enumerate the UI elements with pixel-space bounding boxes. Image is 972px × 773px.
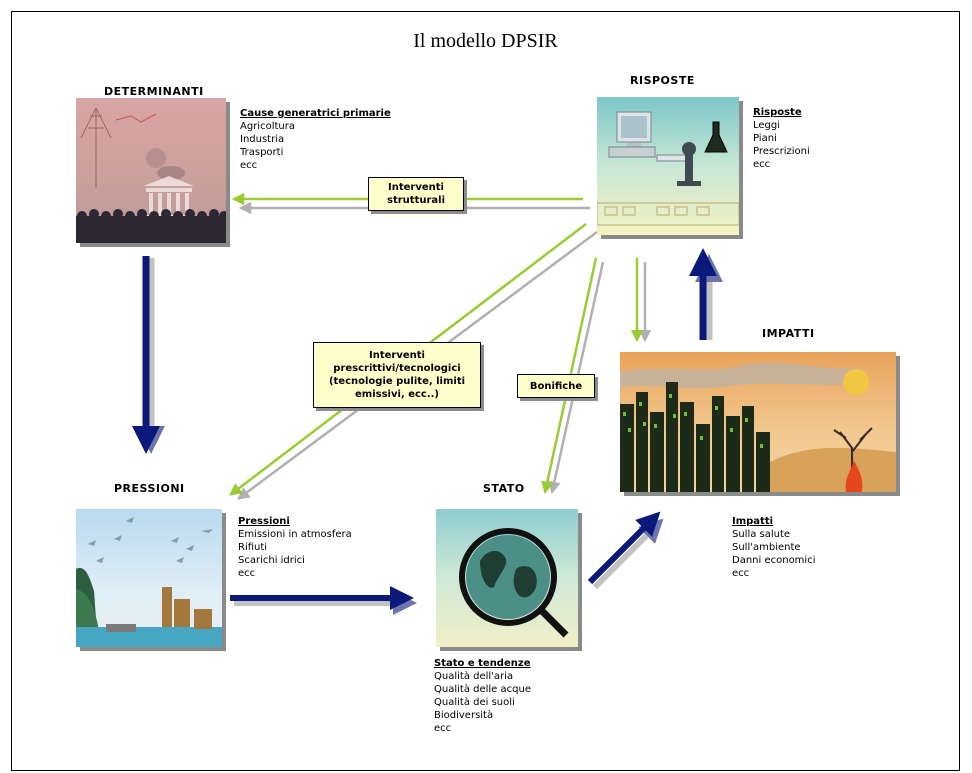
determinanti-heading: Cause generatrici primarie (240, 108, 391, 119)
note-interventi-strutturali: Interventi strutturali (368, 177, 464, 211)
main-arrow-stato-impatti (587, 511, 664, 590)
label-determinanti: DETERMINANTI (104, 85, 204, 98)
stato-heading: Stato e tendenze (434, 658, 531, 669)
diagram-title: Il modello DPSIR (413, 30, 558, 52)
list-item: Qualità delle acque (434, 684, 531, 695)
risposte-heading: Risposte (753, 107, 802, 118)
stato-list: Stato e tendenze Qualità dell'aria Quali… (434, 657, 531, 735)
list-item: Sulla salute (732, 529, 791, 540)
note-line: prescrittivi/tecnologici (333, 363, 461, 374)
label-risposte: RISPOSTE (630, 74, 695, 87)
main-arrow-determinanti-pressioni (132, 256, 165, 454)
label-stato: STATO (483, 482, 525, 495)
list-item: Emissioni in atmosfera (238, 529, 352, 540)
list-item: Leggi (753, 120, 781, 131)
list-item: ecc (753, 159, 771, 170)
stato-image (436, 509, 578, 647)
determinanti-image (76, 98, 226, 243)
list-item: Qualità dell'aria (434, 671, 514, 682)
note-interventi-prescrittivi: Interventi prescrittivi/tecnologici (tec… (313, 342, 481, 408)
list-item: ecc (238, 568, 256, 579)
impatti-heading: Impatti (732, 516, 774, 527)
feedback-arrow-risposte-stato (541, 257, 605, 495)
note-line: Interventi (369, 350, 425, 361)
impatti-image (620, 352, 896, 492)
list-item: ecc (240, 160, 258, 171)
impatti-list: Impatti Sulla salute Sull'ambiente Danni… (732, 515, 815, 580)
note-line: strutturali (387, 195, 445, 206)
list-item: Danni economici (732, 555, 816, 566)
note-line: Bonifiche (529, 380, 583, 392)
determinanti-list: Cause generatrici primarie Agricoltura I… (240, 107, 391, 172)
list-item: Trasporti (240, 147, 284, 158)
list-item: Agricoltura (240, 121, 295, 132)
list-item: Piani (753, 133, 777, 144)
label-impatti: IMPATTI (762, 327, 815, 340)
list-item: Prescrizioni (753, 146, 810, 157)
note-line: (tecnologie pulite, limiti (328, 376, 466, 387)
list-item: Biodiversità (434, 710, 494, 721)
note-line: Interventi (388, 182, 444, 193)
pressioni-image (76, 509, 222, 647)
list-item: Rifiuti (238, 542, 268, 553)
list-item: Qualità dei suoli (434, 697, 515, 708)
pressioni-heading: Pressioni (238, 516, 290, 527)
list-item: ecc (732, 568, 750, 579)
risposte-image (597, 97, 739, 235)
main-arrow-impatti-risposte (689, 248, 723, 340)
list-item: Scarichi idrici (238, 555, 305, 566)
risposte-list: Risposte Leggi Piani Prescrizioni ecc (753, 106, 810, 171)
pressioni-list: Pressioni Emissioni in atmosfera Rifiuti… (238, 515, 352, 580)
note-line: emissivi, ecc..) (355, 389, 439, 400)
note-bonifiche: Bonifiche (517, 374, 595, 398)
main-arrow-pressioni-stato (230, 586, 417, 615)
list-item: Sull'ambiente (732, 542, 801, 553)
feedback-arrow-risposte-impatti (630, 258, 652, 343)
label-pressioni: PRESSIONI (114, 482, 185, 495)
list-item: Industria (240, 134, 285, 145)
list-item: ecc (434, 723, 452, 734)
